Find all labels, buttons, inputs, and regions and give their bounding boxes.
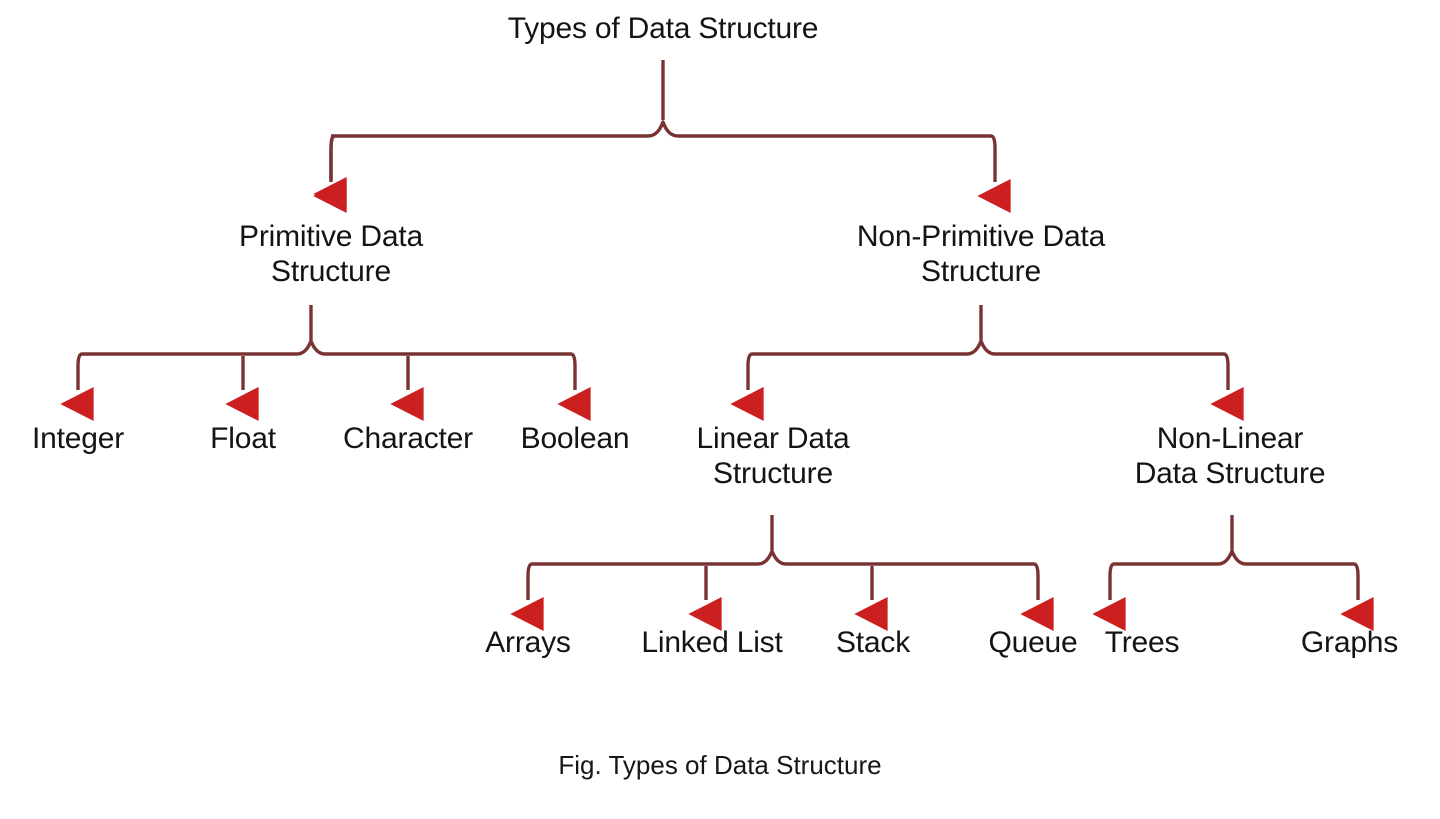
node-stack[interactable]: Stack [835,626,911,659]
node-linked-list[interactable]: Linked List [641,626,783,659]
node-root-types-of-data-structure[interactable]: Types of Data Structure [507,12,819,45]
node-float[interactable]: Float [210,422,276,455]
node-graphs[interactable]: Graphs [1300,626,1399,659]
node-primitive-data-structure[interactable]: Primitive Data Structure [239,220,423,288]
edge-nonprimitive-to-nonlinear [1210,352,1244,421]
edge-nonprimitive-bus [760,339,1216,356]
edge-primitive-to-integer [60,352,94,421]
edge-nonprimitive-to-linear [730,352,764,421]
edge-nonlinear-bus [1122,549,1346,566]
figure-caption: Fig. Types of Data Structure [558,750,882,780]
edge-root-bus-left-corner [313,134,347,213]
edge-root-to-primitive [313,134,347,211]
edge-root-bus-right-corner [977,134,1011,213]
edge-nonlinear-to-graphs [1340,562,1374,631]
node-non-primitive-data-structure[interactable]: Non-Primitive Data Structure [856,220,1106,288]
node-non-linear-data-structure[interactable]: Non-Linear Data Structure [1134,422,1326,490]
node-queue[interactable]: Queue [988,626,1078,659]
edge-linear-to-arrays [510,562,544,631]
edge-root-bus [343,120,983,138]
edge-primitive-bus [90,339,563,356]
edge-nonlinear-to-trees [1092,562,1126,631]
node-integer[interactable]: Integer [32,422,124,455]
node-boolean[interactable]: Boolean [520,422,630,455]
edge-linear-to-queue [1020,562,1054,631]
edge-primitive-to-boolean [557,352,591,421]
node-linear-data-structure[interactable]: Linear Data Structure [696,422,850,490]
node-arrays[interactable]: Arrays [485,626,571,659]
node-character[interactable]: Character [343,422,473,455]
node-trees[interactable]: Trees [1104,626,1180,659]
edge-linear-bus [540,549,1026,566]
